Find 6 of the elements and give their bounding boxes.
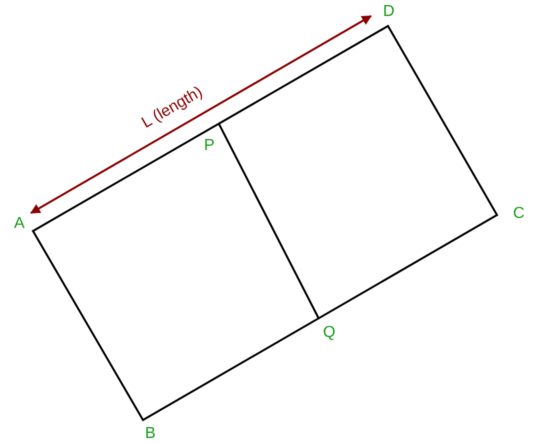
vertex-label: A (14, 215, 25, 233)
vertex-label: C (513, 205, 525, 223)
vertex-label: B (145, 425, 156, 443)
point-label: Q (323, 324, 336, 342)
point-label: P (204, 137, 215, 155)
vertex-label: D (383, 3, 395, 21)
